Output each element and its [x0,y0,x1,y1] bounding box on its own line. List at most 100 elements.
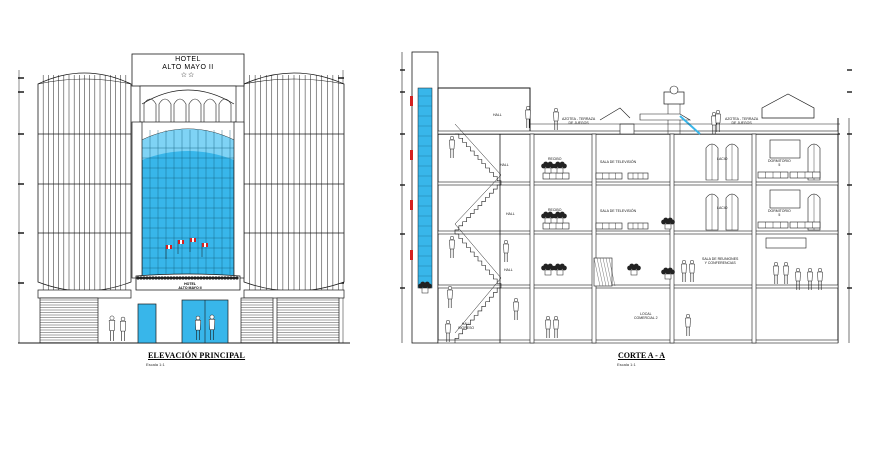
plant [553,211,567,224]
floor-slab [437,339,839,344]
stair-flight [454,123,502,185]
arch [203,98,217,122]
label-sala-tv-2: SALA DE TELEVISIÓN [600,209,637,213]
shaft-marker [410,250,413,260]
plant [541,161,555,174]
left-shutter [39,297,99,344]
hotel-sign: HOTEL ALTO MAYO II ☆☆ [132,56,244,80]
roof-house [761,93,815,119]
arch [143,98,157,122]
section-scale: Escala 1:1 [617,362,636,367]
column [529,133,535,344]
plant [541,211,555,224]
label-lacio-2: LACIO [717,206,728,210]
elevation-title: ELEVACIÓN PRINCIPAL [148,351,246,360]
person-figure [449,235,455,258]
shaft-marker [410,200,413,210]
floor-slab [437,284,839,289]
person-figure [525,105,531,128]
person-figure [445,319,451,342]
right-shutter [276,297,340,344]
label-recibo-1: RECIBO [548,157,562,161]
flag-stripe [204,243,206,247]
sofa [789,221,821,229]
label-hall-2: HALL [500,163,509,167]
person-figure [783,261,789,284]
person-figure [108,315,116,341]
label-sala-tv-1: SALA DE TELEVISIÓN [600,160,637,164]
label-hall-ingreso: HALL INGRESO [458,322,475,330]
person-figure [807,267,813,290]
plant [661,267,675,280]
column [669,133,675,344]
right-pier [233,121,245,279]
sofa [757,171,789,179]
side-glass-door [137,303,157,344]
person-figure [795,267,801,290]
plant [627,263,641,276]
floor-slab [437,230,839,235]
column [591,133,597,344]
flag-stripe [168,245,170,249]
slide [679,115,701,135]
arch-frieze [139,85,237,123]
hotel-sign-line2: ALTO MAYO II [162,64,214,71]
left-pier [131,121,143,279]
flag-stripe [192,238,194,242]
front-elevation [18,53,350,344]
sofa [627,172,649,180]
column [751,133,757,344]
plant [553,263,567,276]
person-figure [817,267,823,290]
roof-walkway [639,113,692,121]
section-title: CORTE A - A [618,351,666,360]
canopy-sign-line1: HOTEL [184,282,196,286]
arch [188,98,202,122]
canopy-sign: HOTEL ALTO MAYO II [160,282,220,290]
person-figure [711,111,717,134]
label-hall-4: HALL [504,268,513,272]
window-block [769,139,801,159]
sofa [542,172,570,180]
hotel-sign-stars: ☆☆ [180,72,196,79]
person-figure [447,285,453,308]
floor-slab [437,130,839,135]
shaft-marker [410,150,413,160]
plant [553,161,567,174]
conference-table [765,237,807,249]
person-figure [681,259,687,282]
plant [541,263,555,276]
sofa [757,221,789,229]
person-figure [449,135,455,158]
plant [661,217,675,230]
shaft-marker [410,96,413,106]
person-figure [194,315,202,340]
person-figure [553,107,559,130]
canopy-sign-line2: ALTO MAYO II [178,286,202,290]
glass-curtain-wall [141,128,235,279]
window-block [769,189,801,209]
rooftop [530,85,840,135]
person-figure [685,313,691,336]
label-dormitorio-2: DORMITORIO 5 [768,209,791,217]
label-azotea-1: AZOTEA - TERRAZA DE JUEGOS [562,117,596,125]
label-hall-top: HALL [493,113,502,117]
arch [173,98,187,122]
person-figure [503,239,509,262]
sofa [789,171,821,179]
stair-flight [454,277,502,343]
elevation-scale: Escala 1:1 [146,362,165,367]
sofa [595,172,623,180]
sofa [542,222,570,230]
person-figure [773,261,779,284]
person-figure [513,297,519,320]
flag-stripe [180,240,182,244]
person-figure [119,316,127,341]
stair-flight [454,223,502,288]
play-structure [619,123,635,135]
label-local-comercial: LOCAL COMERCIAL 2 [634,312,658,320]
label-dormitorio-1: DORMITORIO 5 [768,159,791,167]
plant [418,281,432,294]
left-base-band [37,289,132,299]
